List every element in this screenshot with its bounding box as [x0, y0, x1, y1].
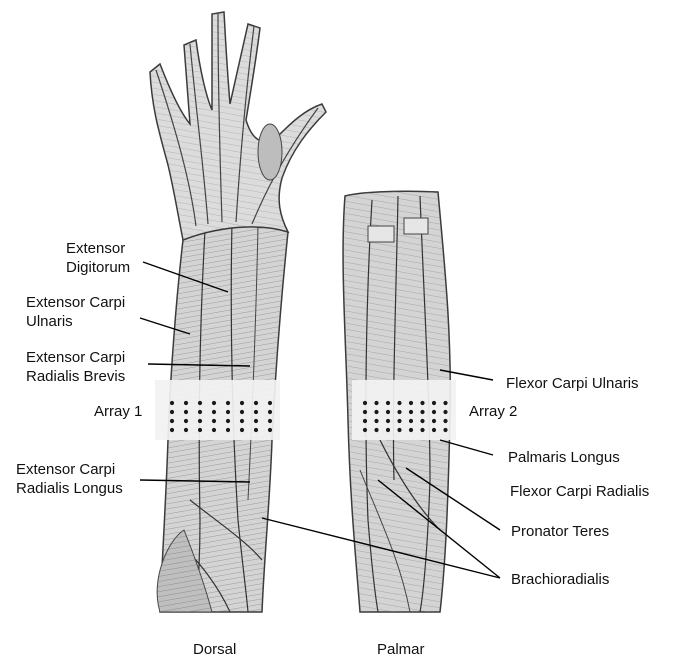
array-1-electrode [240, 401, 244, 405]
array-1-electrode [184, 428, 188, 432]
array-1-electrode [254, 428, 258, 432]
array-1-electrode [198, 419, 202, 423]
label-array-2: Array 2 [469, 402, 517, 421]
array-1-electrode [268, 401, 272, 405]
array-2-electrode [432, 401, 436, 405]
array-2-band [352, 380, 456, 440]
array-2-electrode [386, 401, 390, 405]
array-2-electrode [363, 410, 367, 414]
array-2-electrode [374, 428, 378, 432]
array-2-electrode [409, 419, 413, 423]
label-palmaris-longus: Palmaris Longus [508, 448, 620, 467]
array-2-electrode [397, 428, 401, 432]
array-2-electrode [386, 410, 390, 414]
array-2-electrode [363, 401, 367, 405]
array-1-electrode [268, 410, 272, 414]
array-2-electrode [374, 419, 378, 423]
array-1-electrode [184, 401, 188, 405]
array-1-electrode [184, 419, 188, 423]
array-2-electrode [386, 419, 390, 423]
view-label-dorsal: Dorsal [193, 640, 236, 659]
array-1-electrode [268, 419, 272, 423]
array-1-electrode [198, 401, 202, 405]
array-1-electrode [212, 401, 216, 405]
array-1-electrode [268, 428, 272, 432]
array-2-electrode [420, 401, 424, 405]
label-extensor-carpi-ulnaris: Extensor Carpi Ulnaris [26, 293, 125, 331]
array-2-electrode [432, 419, 436, 423]
label-extensor-carpi-radialis-brevis: Extensor Carpi Radialis Brevis [26, 348, 125, 386]
array-1-electrode [170, 419, 174, 423]
array-2-electrode [409, 410, 413, 414]
label-array-1: Array 1 [94, 402, 142, 421]
array-2-electrode [432, 428, 436, 432]
array-1-electrode [226, 428, 230, 432]
array-2-electrode [420, 410, 424, 414]
label-flexor-carpi-ulnaris: Flexor Carpi Ulnaris [506, 374, 639, 393]
array-2-electrode [432, 410, 436, 414]
array-2-electrode [443, 419, 447, 423]
view-label-palmar: Palmar [377, 640, 425, 659]
array-1-electrode [240, 428, 244, 432]
array-1-electrode [198, 410, 202, 414]
array-1-electrode [226, 419, 230, 423]
dorsal-forearm-illustration [150, 12, 326, 612]
array-2-electrode [363, 428, 367, 432]
array-1-electrode [198, 428, 202, 432]
label-flexor-carpi-radialis: Flexor Carpi Radialis [510, 482, 649, 501]
array-1-electrode [240, 410, 244, 414]
label-pronator-teres: Pronator Teres [511, 522, 609, 541]
array-1-electrode [170, 401, 174, 405]
array-2-electrode [443, 410, 447, 414]
label-extensor-digitorum: Extensor Digitorum [66, 239, 130, 277]
array-1-electrode [226, 401, 230, 405]
array-2-electrode [397, 419, 401, 423]
array-2-electrode [420, 428, 424, 432]
label-brachioradialis: Brachioradialis [511, 570, 609, 589]
label-extensor-carpi-radialis-longus: Extensor Carpi Radialis Longus [16, 460, 123, 498]
array-2-electrode [374, 410, 378, 414]
array-2-electrode [363, 419, 367, 423]
array-1-electrode [170, 410, 174, 414]
array-1-electrode [240, 419, 244, 423]
array-1-electrode [212, 428, 216, 432]
array-1-electrode [254, 410, 258, 414]
array-1-electrode [212, 419, 216, 423]
array-2-electrode [386, 428, 390, 432]
array-1-electrode [226, 410, 230, 414]
array-2-electrode [443, 428, 447, 432]
array-2-electrode [409, 401, 413, 405]
array-1-electrode [254, 401, 258, 405]
array-2-electrode [420, 419, 424, 423]
array-2-electrode [409, 428, 413, 432]
array-1-electrode [170, 428, 174, 432]
array-2-electrode [397, 401, 401, 405]
array-2-electrode [374, 401, 378, 405]
array-1-electrode [184, 410, 188, 414]
array-1-electrode [212, 410, 216, 414]
array-2-electrode [443, 401, 447, 405]
array-2-electrode [397, 410, 401, 414]
array-1-electrode [254, 419, 258, 423]
